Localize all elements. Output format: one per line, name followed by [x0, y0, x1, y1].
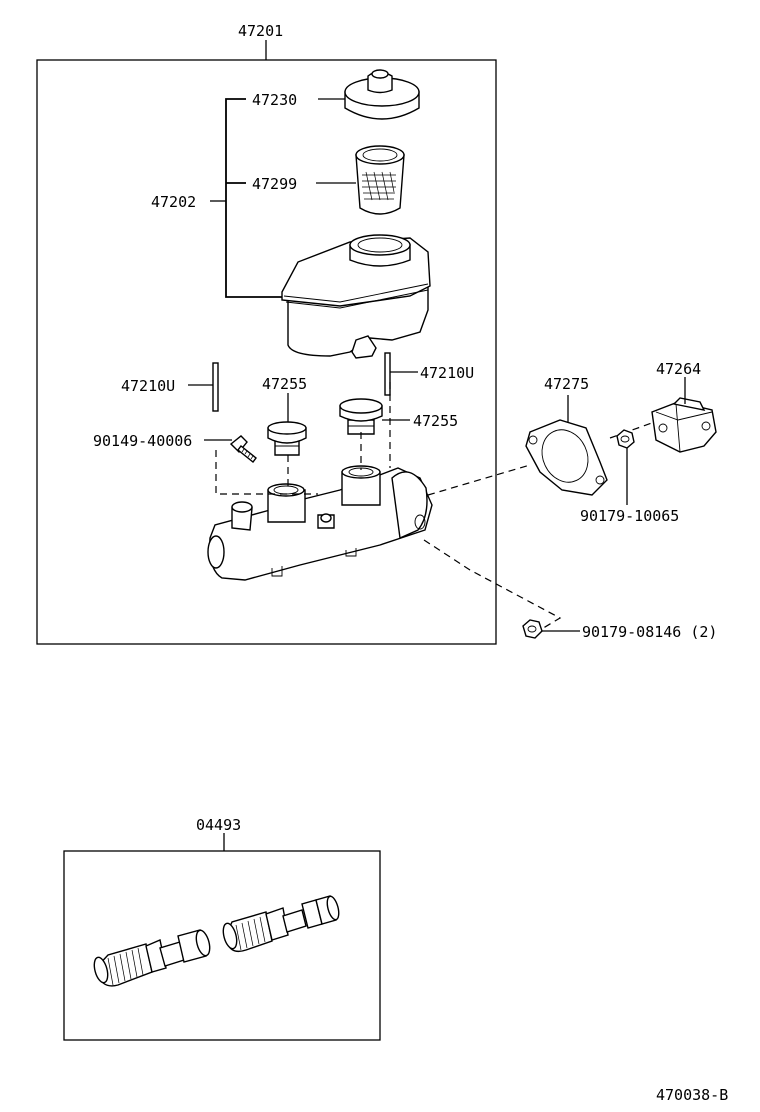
bolt-90149-40006[interactable] [229, 435, 257, 463]
grommet-47255-right[interactable] [339, 398, 383, 435]
label-47255-left[interactable]: 47255 [262, 375, 307, 393]
label-47275[interactable]: 47275 [544, 375, 589, 393]
label-47201[interactable]: 47201 [238, 22, 283, 40]
label-90179-10065[interactable]: 90179-10065 [580, 507, 679, 525]
label-47299[interactable]: 47299 [252, 175, 297, 193]
pin-47210u-left[interactable] [212, 362, 219, 412]
piston-assembly-secondary[interactable] [221, 895, 341, 953]
label-90149-40006[interactable]: 90149-40006 [93, 432, 192, 450]
label-47210u-left[interactable]: 47210U [121, 377, 175, 395]
master-cylinder-body[interactable] [207, 465, 433, 581]
piston-assembly-primary[interactable] [92, 929, 212, 987]
strainer-47299[interactable] [355, 145, 405, 215]
label-47202[interactable]: 47202 [151, 193, 196, 211]
pin-47210u-right[interactable] [384, 352, 391, 396]
gasket-47275[interactable] [525, 419, 608, 496]
label-47264[interactable]: 47264 [656, 360, 701, 378]
label-47230[interactable]: 47230 [252, 91, 297, 109]
label-90179-08146[interactable]: 90179-08146 (2) [582, 623, 717, 641]
label-47255-right[interactable]: 47255 [413, 412, 458, 430]
bracket-47264[interactable] [651, 397, 717, 453]
nut-90179-08146[interactable] [522, 619, 543, 639]
diagram-id: 470038-B [656, 1086, 728, 1104]
kit-frame-04493 [63, 850, 381, 1041]
reservoir-tank[interactable] [281, 234, 431, 359]
label-47210u-right[interactable]: 47210U [420, 364, 474, 382]
label-04493[interactable]: 04493 [196, 816, 241, 834]
grommet-47255-left[interactable] [267, 421, 307, 456]
nut-90179-10065[interactable] [616, 429, 635, 449]
reservoir-cap-47230[interactable] [344, 69, 420, 120]
